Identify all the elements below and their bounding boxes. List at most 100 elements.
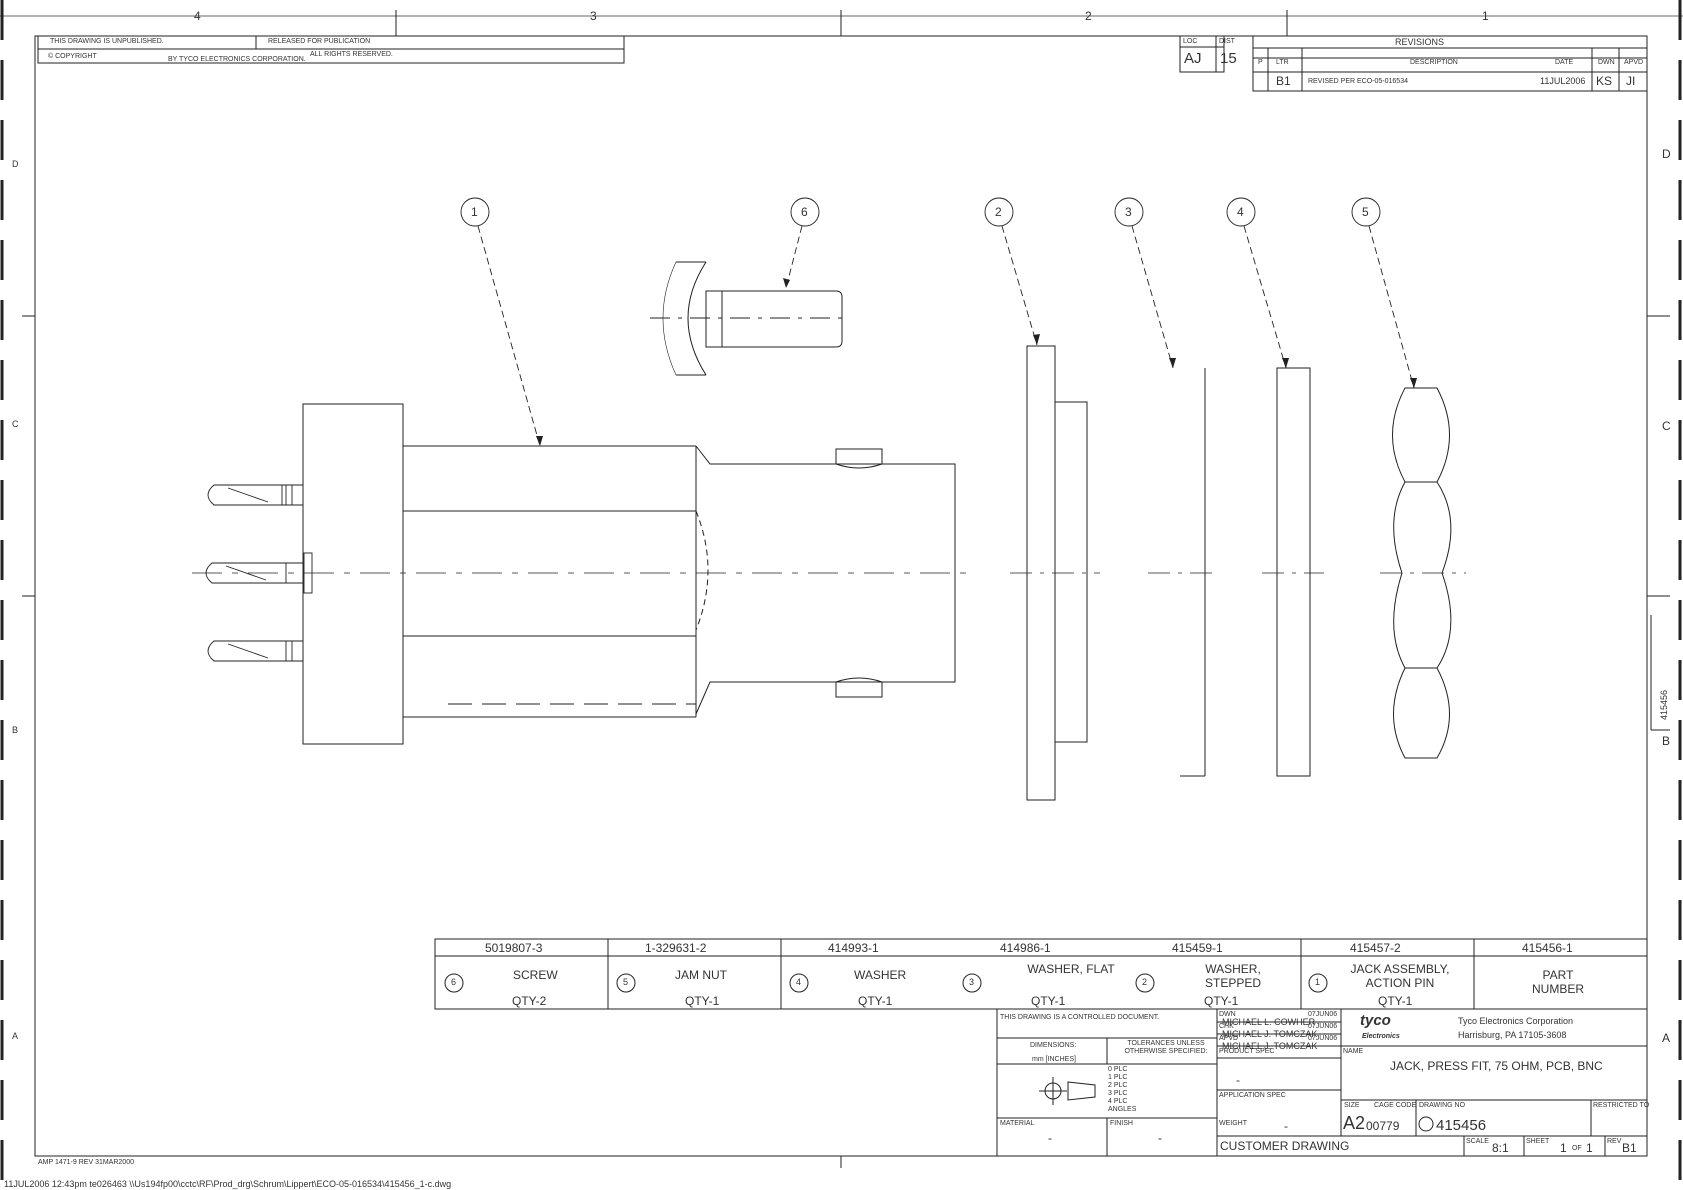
- drawing-no-label: DRAWING NO: [1419, 1102, 1466, 1109]
- company-name: Tyco Electronics Corporation: [1458, 1016, 1574, 1026]
- qty-screw: QTY-2: [512, 994, 547, 1008]
- rev-header-date: DATE: [1555, 59, 1574, 66]
- weight-label: WEIGHT: [1219, 1120, 1247, 1127]
- dwn-date: 07JUN06: [1308, 1011, 1338, 1018]
- item-number-4: 4: [796, 977, 802, 987]
- item-number-2: 2: [1142, 977, 1148, 987]
- balloon-4: 4: [1237, 205, 1244, 219]
- cage-code-value: 00779: [1366, 1119, 1400, 1133]
- part-name-jam-nut: JAM NUT: [675, 968, 727, 982]
- item-number-5: 5: [623, 977, 629, 987]
- item-number-6: 6: [451, 977, 457, 987]
- part-number-6: 5019807-3: [485, 941, 543, 955]
- unpublished-note: THIS DRAWING IS UNPUBLISHED.: [50, 38, 164, 45]
- part-number-5: 1-329631-2: [645, 941, 707, 955]
- assembly-part-number: 415456-1: [1522, 941, 1573, 955]
- zone-row-a: A: [1662, 1031, 1671, 1045]
- customer-drawing-note: CUSTOMER DRAWING: [1220, 1139, 1350, 1153]
- item-number-1: 1: [1315, 977, 1321, 987]
- size-value: A2: [1343, 1113, 1366, 1133]
- name-label: NAME: [1343, 1048, 1364, 1055]
- apvd-label: APVD: [1219, 1035, 1239, 1042]
- chk-date: 07JUN06: [1308, 1023, 1338, 1030]
- tolerance-0-plc: 0 PLC: [1108, 1066, 1128, 1073]
- zone-column-3: 3: [590, 9, 597, 23]
- part-name-screw: SCREW: [513, 968, 558, 982]
- cage-code-label: CAGE CODE: [1374, 1102, 1417, 1109]
- qty-jam-nut: QTY-1: [685, 994, 720, 1008]
- released-note: RELEASED FOR PUBLICATION: [268, 38, 371, 45]
- chk-label: CHK: [1219, 1023, 1234, 1030]
- sheet-total: 1: [1586, 1141, 1593, 1155]
- restricted-to-label: RESTRICTED TO: [1593, 1102, 1650, 1109]
- copyright-by-note: BY TYCO ELECTRONICS CORPORATION.: [168, 56, 306, 63]
- sheet-label: SHEET: [1526, 1138, 1550, 1145]
- zone-column-2: 2: [1085, 9, 1092, 23]
- dwn-label: DWN: [1219, 1011, 1236, 1018]
- finish-value: -: [1158, 1131, 1162, 1145]
- tolerances-label: TOLERANCES UNLESS OTHERWISE SPECIFIED:: [1124, 1040, 1208, 1055]
- part-name-washer: WASHER: [854, 968, 907, 982]
- apvd-date: 07JUN06: [1308, 1035, 1338, 1042]
- dist-value: 15: [1220, 50, 1237, 67]
- tyco-logo-subtitle: Electronics: [1362, 1033, 1400, 1040]
- rev-ltr: B1: [1276, 74, 1291, 88]
- rev-header-apvd: APVD: [1624, 59, 1644, 66]
- zone-row-d-left: D: [12, 159, 19, 169]
- part-name-flat-washer: WASHER, FLAT: [1027, 962, 1115, 976]
- size-label: SIZE: [1344, 1102, 1360, 1109]
- rev-date: 11JUL2006: [1540, 76, 1586, 86]
- qty-jack-assembly: QTY-1: [1378, 994, 1413, 1008]
- apvd-name: MICHAEL J. TOMCZAK: [1222, 1041, 1318, 1051]
- dwn-name: MICHAEL L. COWHER: [1222, 1017, 1316, 1027]
- zone-column-4: 4: [194, 9, 201, 23]
- rev-value: B1: [1622, 1141, 1637, 1155]
- rev-header-dwn: DWN: [1598, 59, 1615, 66]
- dimensions-unit: mm [INCHES]: [1032, 1056, 1076, 1063]
- part-name-jack-assembly: JACK ASSEMBLY, ACTION PIN: [1350, 962, 1450, 990]
- item-number-3: 3: [969, 977, 975, 987]
- chk-name: MICHAEL J. TOMCZAK: [1222, 1029, 1318, 1039]
- rev-header-p: P: [1258, 59, 1263, 66]
- application-spec-label: APPLICATION SPEC: [1219, 1092, 1286, 1099]
- material-label: MATERIAL: [1000, 1120, 1035, 1127]
- zone-row-a-left: A: [12, 1031, 19, 1041]
- part-name-stepped-washer: WASHER, STEPPED: [1204, 962, 1261, 990]
- part-number-2: 415459-1: [1172, 941, 1223, 955]
- drawing-number: 415456: [1436, 1117, 1487, 1134]
- zone-row-b: B: [1662, 734, 1671, 748]
- zone-row-d: D: [1662, 147, 1671, 161]
- rev-label: REV: [1607, 1138, 1622, 1145]
- sheet-number: 1: [1560, 1141, 1567, 1155]
- part-number-heading: PART NUMBER: [1531, 968, 1584, 996]
- rev-header-ltr: LTR: [1276, 59, 1289, 66]
- qty-washer: QTY-1: [858, 994, 893, 1008]
- zone-row-c: C: [1662, 419, 1671, 433]
- controlled-document-note: THIS DRAWING IS A CONTROLLED DOCUMENT.: [1000, 1014, 1160, 1021]
- rights-note: ALL RIGHTS RESERVED.: [310, 51, 393, 58]
- product-spec-value: -: [1236, 1073, 1240, 1087]
- rev-dwn: KS: [1596, 74, 1613, 88]
- zone-column-1: 1: [1482, 9, 1489, 23]
- zone-row-c-left: C: [12, 419, 19, 429]
- qty-stepped-washer: QTY-1: [1204, 994, 1239, 1008]
- balloon-5: 5: [1362, 205, 1369, 219]
- finish-label: FINISH: [1110, 1120, 1133, 1127]
- plot-info: 11JUL2006 12:43pm te026463 \\Us194fp00\c…: [4, 1179, 452, 1189]
- part-number-1: 415457-2: [1350, 941, 1401, 955]
- side-drawing-number: 415456: [1659, 689, 1669, 720]
- dimensions-label: DIMENSIONS:: [1030, 1042, 1077, 1049]
- part-number-3: 414986-1: [1000, 941, 1051, 955]
- of-label: OF: [1572, 1145, 1582, 1152]
- tolerance-4-plc: 4 PLC: [1108, 1098, 1128, 1105]
- balloon-3: 3: [1125, 205, 1132, 219]
- scale-value: 8:1: [1492, 1141, 1509, 1155]
- zone-row-b-left: B: [12, 725, 19, 735]
- company-address: Harrisburg, PA 17105-3608: [1458, 1030, 1567, 1040]
- dist-label: DIST: [1219, 38, 1235, 45]
- tyco-logo: tyco: [1360, 1012, 1391, 1029]
- revisions-title: REVISIONS: [1395, 37, 1445, 47]
- copyright-note: © COPYRIGHT: [48, 53, 97, 60]
